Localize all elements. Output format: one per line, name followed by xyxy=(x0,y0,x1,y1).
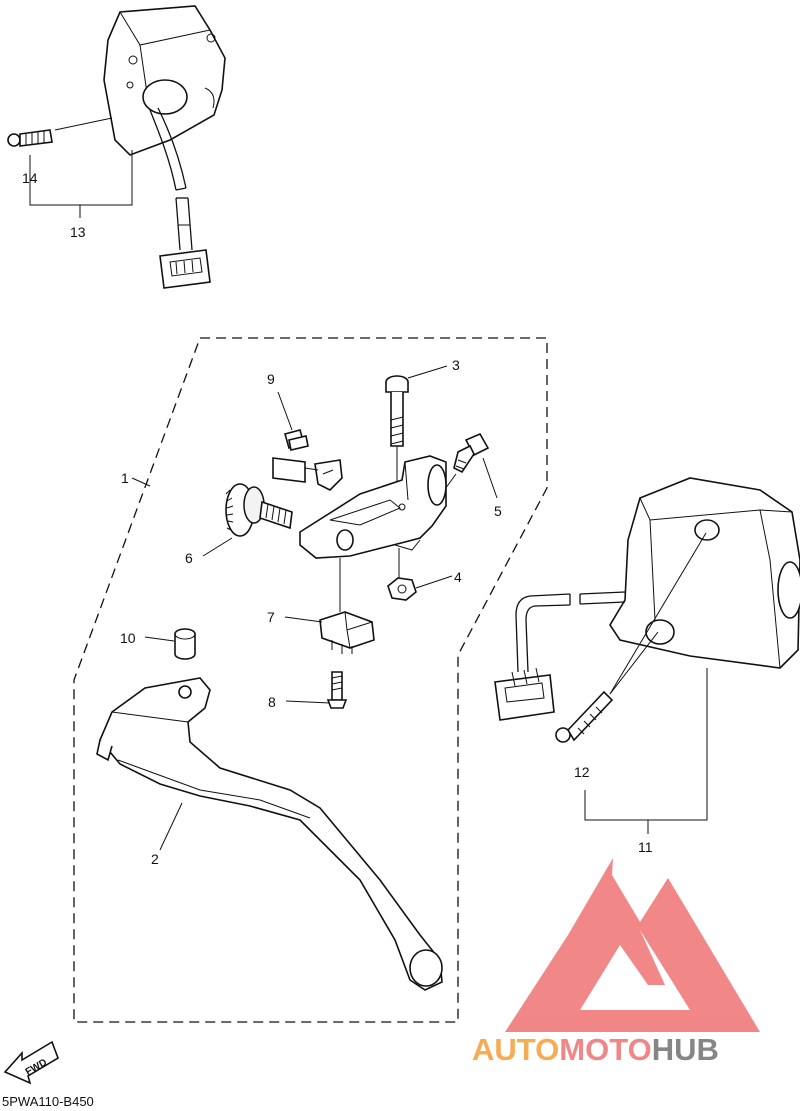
part-number-9: 9 xyxy=(267,371,275,387)
watermark-brand-part1: AUTO xyxy=(472,1032,559,1067)
adjuster-part-6 xyxy=(202,483,293,557)
screw-part-14 xyxy=(7,117,113,147)
lever-holder xyxy=(299,455,447,559)
leader-bracket-11 xyxy=(584,668,708,834)
part-number-5: 5 xyxy=(494,503,502,519)
screw-part-8 xyxy=(285,671,348,709)
diagram-code: 5PWA110-B450 xyxy=(2,1094,94,1109)
bolt-part-3 xyxy=(385,365,448,505)
left-switch-assembly xyxy=(103,5,226,289)
watermark-logo: AUTOMOTOHUB xyxy=(472,858,760,1067)
part-number-3: 3 xyxy=(452,357,460,373)
right-switch-assembly xyxy=(494,477,800,721)
switch-part-7 xyxy=(284,558,375,654)
part-number-10: 10 xyxy=(120,630,136,646)
nut-part-4 xyxy=(387,548,453,601)
collar-part-10 xyxy=(144,628,196,660)
switch-bracket xyxy=(272,457,343,491)
part-number-6: 6 xyxy=(185,550,193,566)
fwd-arrow: FWD xyxy=(3,1040,59,1085)
part-number-12: 12 xyxy=(574,764,590,780)
screw-part-9 xyxy=(277,391,309,451)
part-number-11: 11 xyxy=(638,839,653,855)
part-number-13: 13 xyxy=(70,224,86,240)
watermark-logo-mark xyxy=(505,858,760,1032)
assembly-outline-1 xyxy=(73,337,548,1023)
bolt-part-5 xyxy=(439,432,498,499)
part-number-4: 4 xyxy=(454,569,462,585)
screw-part-12 xyxy=(555,532,707,743)
brake-lever-part-2 xyxy=(96,677,443,991)
watermark-brand-part3: HUB xyxy=(652,1032,719,1067)
watermark-brand-text: AUTOMOTOHUB xyxy=(472,1032,719,1067)
part-number-8: 8 xyxy=(268,694,276,710)
watermark-brand-part2: MOTO xyxy=(559,1032,651,1067)
leader-bracket-13 xyxy=(29,150,133,218)
part-number-1: 1 xyxy=(121,470,129,486)
part-number-14: 14 xyxy=(22,170,38,186)
part-number-7: 7 xyxy=(267,609,275,625)
part-number-2: 2 xyxy=(151,851,159,867)
